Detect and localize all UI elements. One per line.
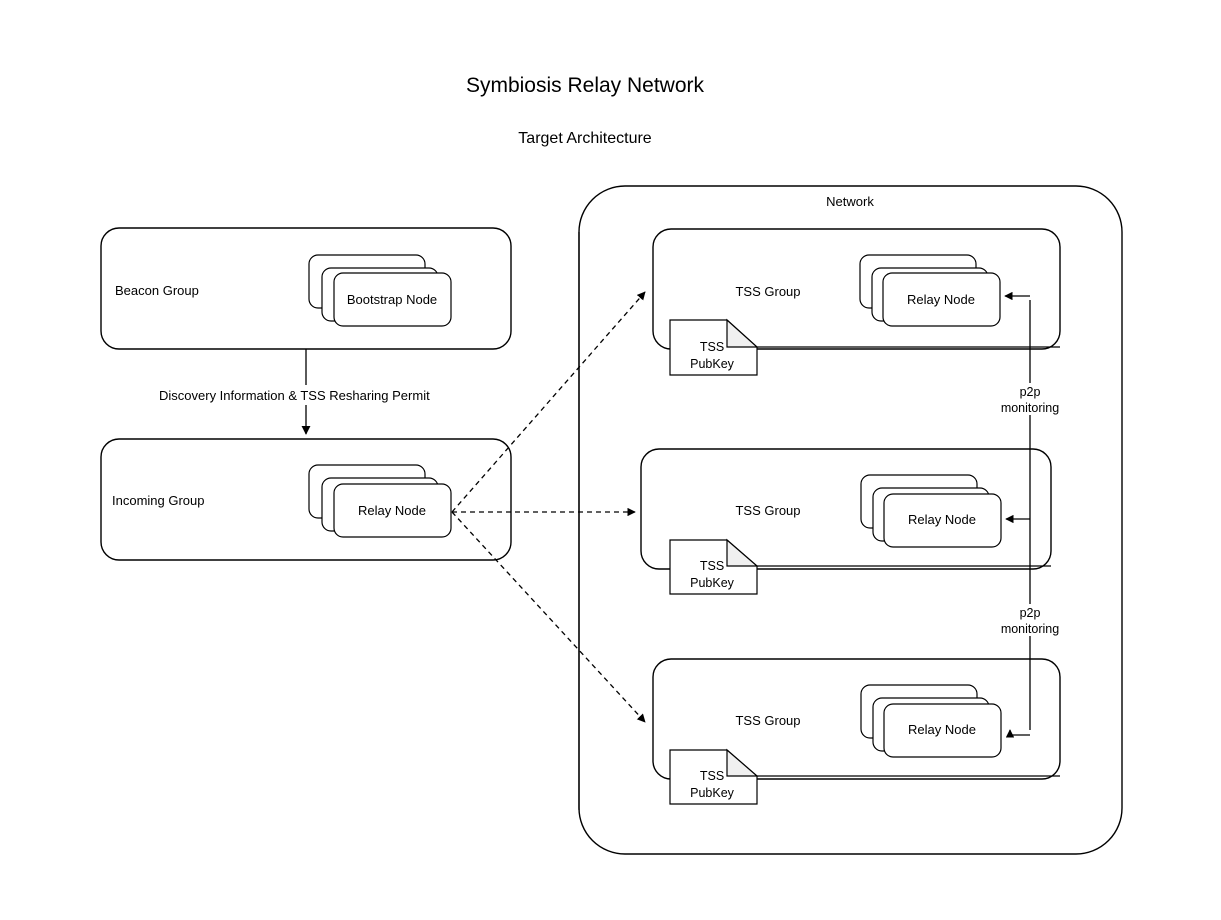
page-title: Symbiosis Relay Network (466, 74, 705, 97)
tss-group-1-relay-node[interactable] (882, 272, 1001, 327)
tss-group-3-relay-node[interactable] (883, 703, 1002, 758)
incoming-group[interactable]: Incoming Group Relay Node (100, 438, 512, 561)
tss-group-3-pubkey-note[interactable]: TSS PubKey (669, 748, 759, 805)
p2p-monitoring-label-1-line1: p2p (1020, 385, 1041, 399)
tss-group-2-pubkey-line2: PubKey (690, 576, 735, 590)
tss-group-2-pubkey-note[interactable]: TSS PubKey (669, 538, 759, 595)
tss-group-1-pubkey-note[interactable]: TSS PubKey (669, 318, 759, 376)
tss-group-3-pubkey-line1: TSS (700, 769, 724, 783)
network-label-bg (800, 191, 900, 211)
tss-group-3-pubkey-line2: PubKey (690, 786, 735, 800)
discovery-flow-connector: Discovery Information & TSS Resharing Pe… (152, 349, 454, 435)
p2p-monitoring-label-2-line1: p2p (1020, 606, 1041, 620)
beacon-group-label: Beacon Group (115, 283, 199, 298)
tss-group-2-relay-node-label: Relay Node (908, 512, 976, 527)
tss-group-1-pubkey-line2: PubKey (690, 357, 735, 371)
network-label: Network (826, 194, 874, 209)
dashed-connector-to-tss-3 (451, 511, 646, 723)
discovery-flow-label-bg (152, 385, 454, 405)
tss-group-1[interactable]: TSS Group Relay Node TSS PubKey (652, 228, 1061, 376)
tss-group-2-label: TSS Group (735, 503, 800, 518)
tss-group-1-label: TSS Group (735, 284, 800, 299)
bootstrap-node-label: Bootstrap Node (347, 292, 437, 307)
incoming-relay-node[interactable] (333, 483, 452, 538)
page-subtitle: Target Architecture (518, 130, 652, 147)
tss-group-2-pubkey-line1: TSS (700, 559, 724, 573)
tss-group-2-relay-node[interactable] (883, 493, 1002, 548)
bootstrap-node[interactable] (333, 272, 452, 327)
tss-group-1-pubkey-line1: TSS (700, 340, 724, 354)
p2p-label-1-bg (990, 383, 1072, 415)
p2p-monitoring-label-2-line2: monitoring (1001, 622, 1059, 636)
p2p-monitoring-connectors: p2p monitoring p2p monitoring (990, 291, 1072, 738)
tss-group-1-relay-node-label: Relay Node (907, 292, 975, 307)
incoming-group-label: Incoming Group (112, 493, 205, 508)
tss-group-3[interactable]: TSS Group Relay Node TSS PubKey (652, 658, 1061, 805)
beacon-group[interactable]: Beacon Group Bootstrap Node (100, 227, 512, 350)
dashed-connector-to-tss-1 (451, 291, 646, 513)
p2p-arrow-to-tss-3 (1005, 729, 1030, 738)
discovery-flow-label: Discovery Information & TSS Resharing Pe… (159, 388, 430, 403)
tss-group-3-relay-node-label: Relay Node (908, 722, 976, 737)
incoming-relay-node-label: Relay Node (358, 503, 426, 518)
p2p-label-2-bg (990, 604, 1072, 636)
tss-group-1-pubkey-fold-icon (726, 318, 759, 348)
tss-group-2[interactable]: TSS Group Relay Node TSS PubKey (640, 448, 1052, 595)
tss-group-2-pubkey-fold-icon (726, 538, 759, 567)
relay-dispatch-connectors (451, 291, 646, 723)
tss-group-3-label: TSS Group (735, 713, 800, 728)
p2p-monitoring-label-1-line2: monitoring (1001, 401, 1059, 415)
tss-group-3-pubkey-fold-icon (726, 748, 759, 777)
